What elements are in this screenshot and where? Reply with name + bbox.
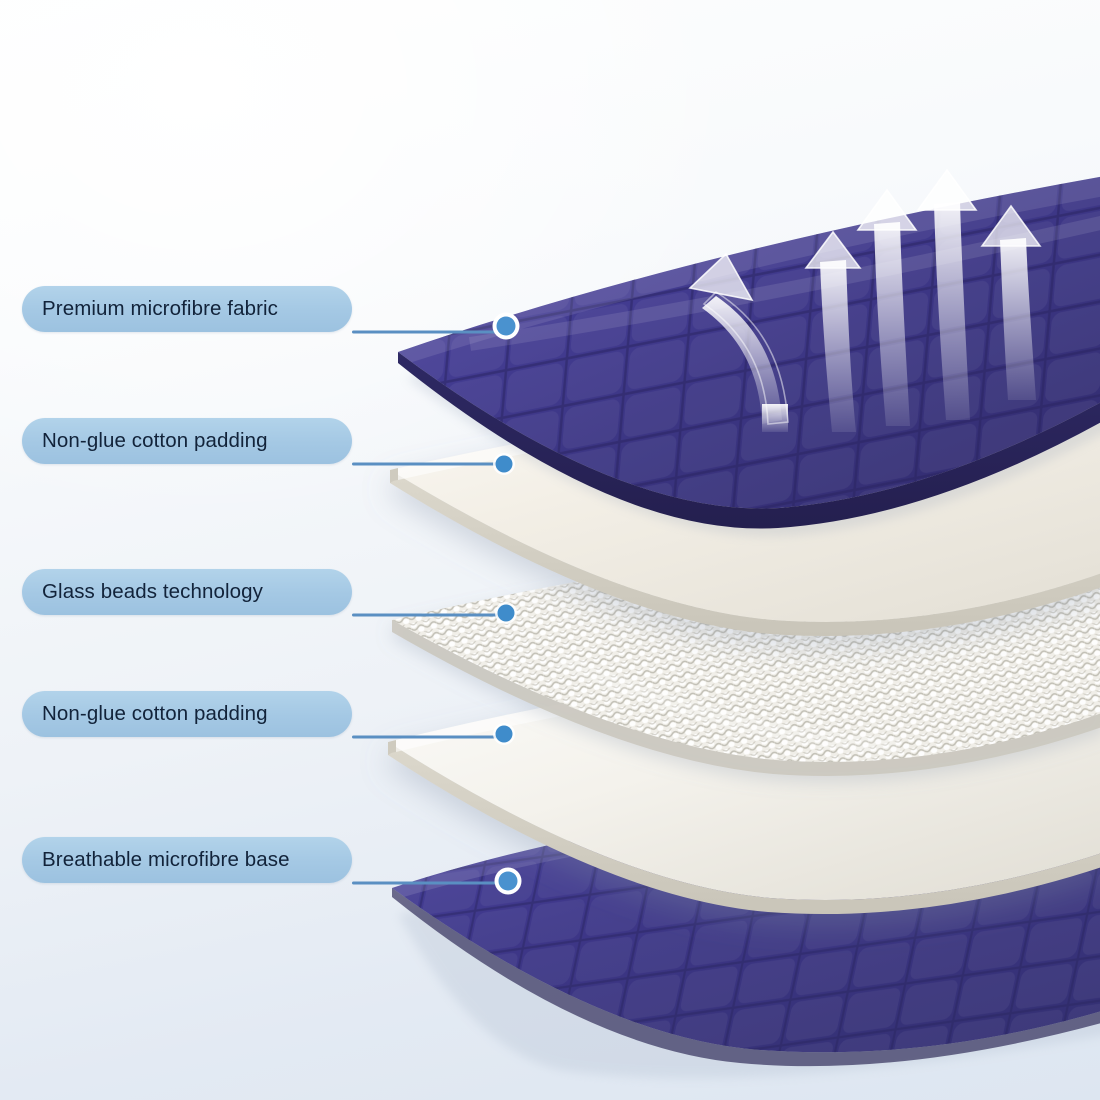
layer-node-marker[interactable]: [498, 871, 518, 891]
layer-node-marker[interactable]: [495, 725, 513, 743]
label-pill[interactable]: Glass beads technology: [22, 569, 352, 615]
layer-node-marker[interactable]: [496, 316, 516, 336]
leader-line: [352, 613, 504, 617]
leader-line: [352, 330, 504, 334]
label-pill[interactable]: Non-glue cotton padding: [22, 418, 352, 464]
layer-node-marker[interactable]: [495, 455, 513, 473]
airflow-arrow-icon: [804, 230, 862, 432]
layer-node-marker[interactable]: [497, 604, 515, 622]
airflow-arrows-group: [688, 168, 1042, 432]
airflow-arrow-icon: [688, 252, 789, 432]
layer-label-text: Premium microfibre fabric: [42, 296, 279, 320]
leader-line: [352, 462, 502, 466]
leader-line: [352, 881, 504, 885]
leader-line: [352, 735, 502, 739]
label-pill[interactable]: Premium microfibre fabric: [22, 286, 352, 332]
airflow-arrow-icon: [916, 168, 978, 420]
label-pill[interactable]: Non-glue cotton padding: [22, 691, 352, 737]
airflow-arrow-icon: [856, 188, 918, 426]
layer-label-text: Non-glue cotton padding: [42, 701, 268, 725]
layer-label-text: Glass beads technology: [42, 579, 264, 603]
airflow-arrow-icon: [980, 204, 1042, 400]
layer-label-text: Non-glue cotton padding: [42, 428, 268, 452]
layer-label-text: Breathable microfibre base: [42, 847, 290, 871]
label-pill[interactable]: Breathable microfibre base: [22, 837, 352, 883]
